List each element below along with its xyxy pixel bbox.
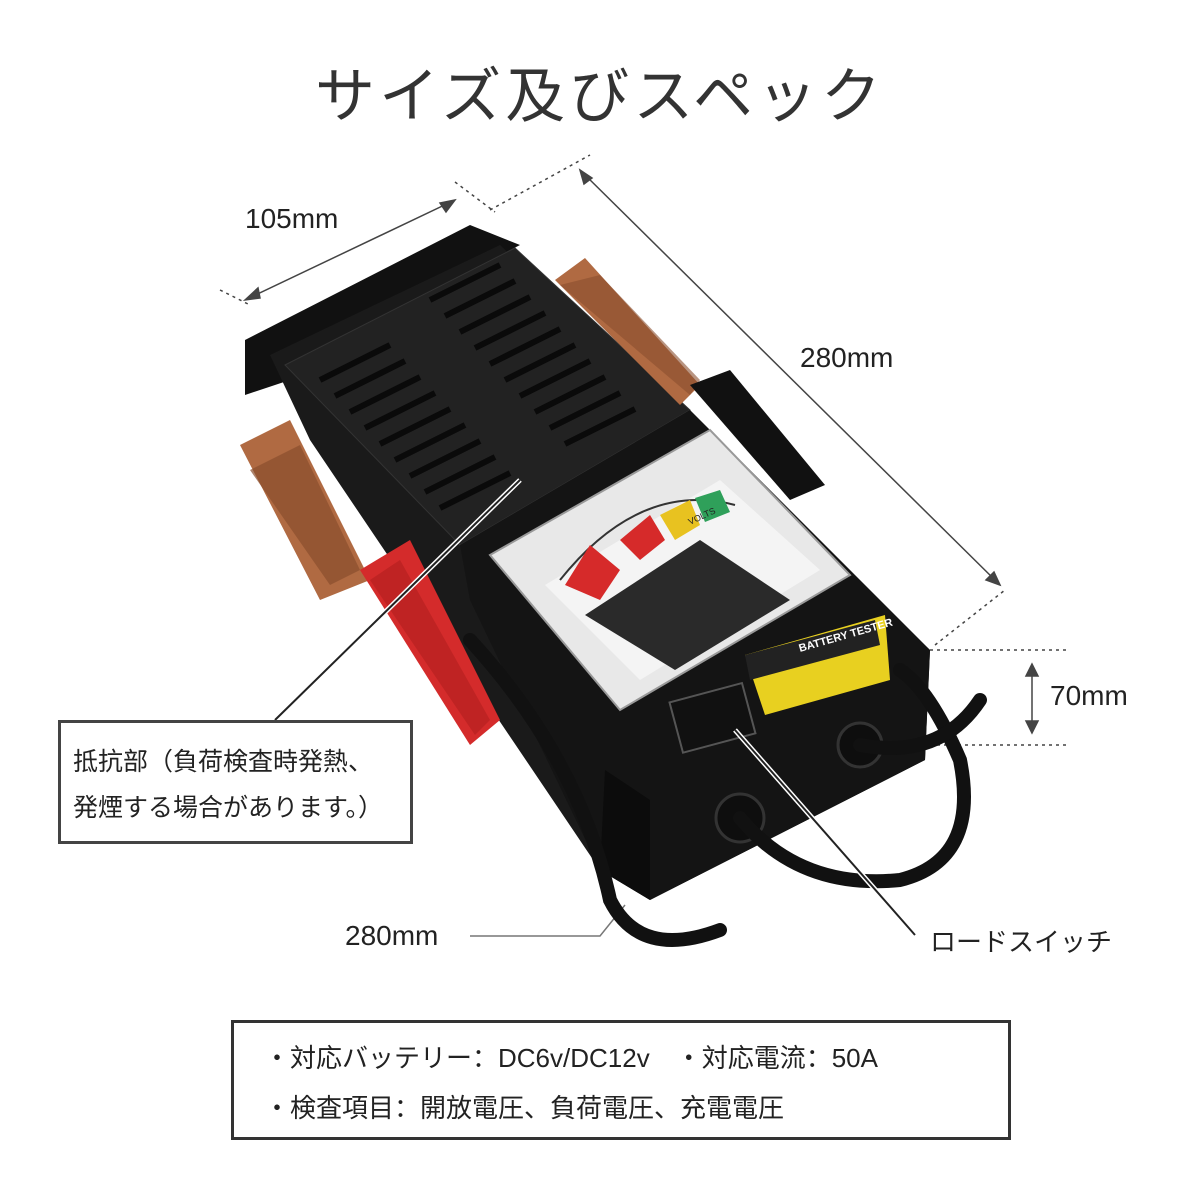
resistor-callout-line2: 発煙する場合があります。） (73, 794, 384, 822)
tester-body (245, 225, 930, 900)
width-arrow (244, 199, 456, 301)
spec-box: ・対応バッテリー：DC6v/DC12v ・対応電流：50A ・検査項目：開放電圧… (231, 1020, 1011, 1140)
resistor-callout-line1: 抵抗部（負荷検査時発熱、 (73, 748, 374, 776)
load-switch[interactable] (668, 681, 757, 754)
page-title: サイズ及びスペック (315, 64, 885, 130)
resistor-leader (274, 479, 521, 721)
dimension-height: 70mm (1050, 680, 1128, 711)
length-arrow (579, 169, 1001, 586)
vent-slots (318, 262, 637, 511)
dimension-cable: 280mm (345, 920, 439, 951)
dimension-length: 280mm (800, 342, 894, 373)
dimension-width: 105mm (245, 203, 339, 234)
switch-leader (734, 729, 916, 936)
resistor-callout: 抵抗部（負荷検査時発熱、 発煙する場合があります。） (58, 720, 413, 844)
spec-line-2: ・検査項目：開放電圧、負荷電圧、充電電圧 (264, 1093, 785, 1123)
load-switch-callout: ロードスイッチ (930, 927, 1113, 957)
clamp-red (240, 420, 500, 745)
spec-line-1: ・対応バッテリー：DC6v/DC12v ・対応電流：50A (264, 1043, 878, 1073)
cables (463, 633, 987, 947)
clamp-black (555, 258, 825, 500)
